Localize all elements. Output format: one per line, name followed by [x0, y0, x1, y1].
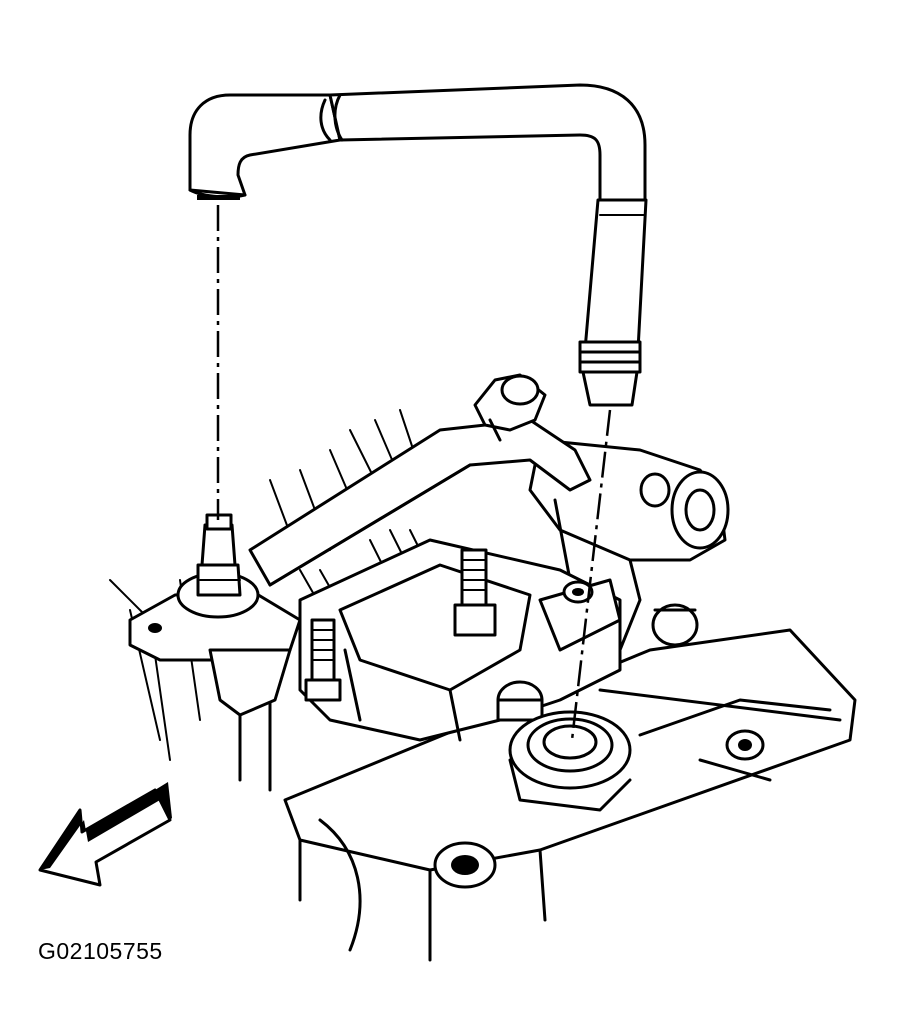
intake-fitting [128, 513, 302, 717]
engine-cylinder-head [109, 579, 857, 962]
pcv-hose [188, 83, 648, 407]
stud-left [304, 618, 342, 702]
stud-right [453, 548, 497, 637]
valve-cover-bracket [298, 538, 622, 742]
front-direction-arrow-icon [38, 782, 172, 887]
alignment-lines [216, 205, 612, 741]
figure-id-label: G02105755 [38, 938, 163, 964]
head-bolt [496, 680, 544, 722]
pcv-grommet-port [508, 710, 632, 812]
crossover-tube [248, 373, 592, 587]
